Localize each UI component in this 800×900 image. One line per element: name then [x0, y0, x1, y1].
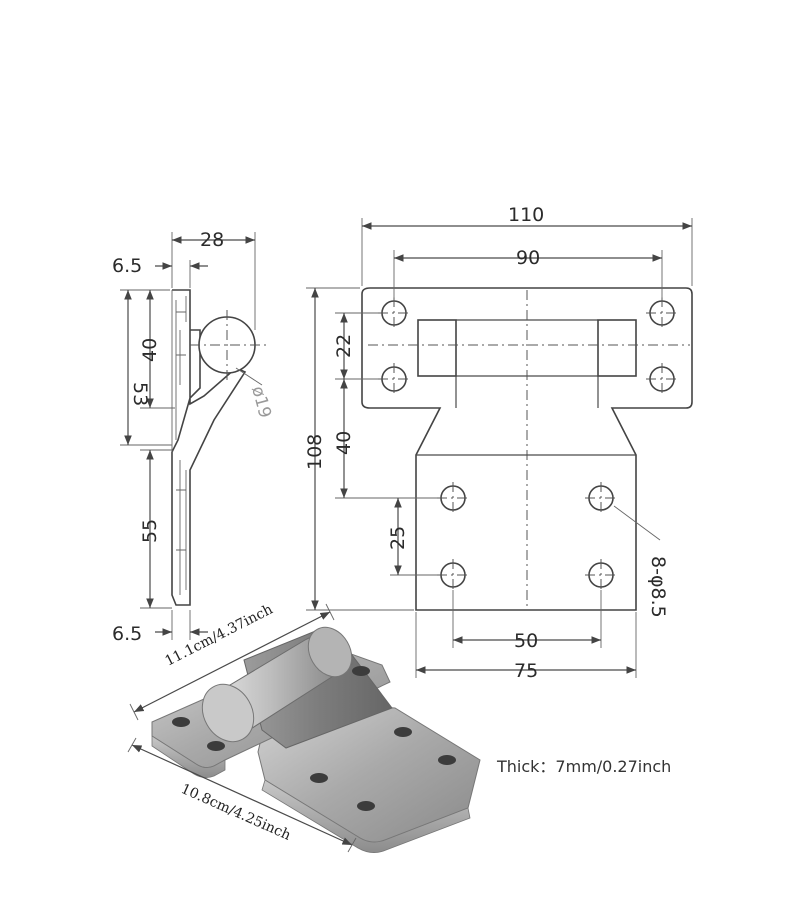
dim-side-40: 40 — [139, 338, 161, 362]
front-view: 110 90 22 108 40 25 8-φ8.5 50 — [304, 204, 693, 682]
knuckle-right — [597, 319, 637, 377]
dim-side-28: 28 — [200, 229, 224, 251]
dim-front-108: 108 — [304, 434, 326, 470]
dim-front-25: 25 — [387, 526, 409, 550]
dim-side-53: 53 — [129, 382, 151, 406]
dim-front-40: 40 — [333, 431, 355, 455]
dim-front-hole-callout: 8-φ8.5 — [647, 556, 669, 618]
dim-front-75: 75 — [514, 660, 538, 682]
dim-side-55: 55 — [139, 519, 161, 543]
side-view: 28 6.5 40 53 ø19 55 6.5 — [112, 229, 275, 645]
dim-side-pin-diameter: ø19 — [247, 384, 275, 420]
dim-side-6-5-bottom: 6.5 — [112, 623, 142, 645]
knuckle-left — [417, 319, 457, 377]
thickness-label: Thick：7mm/0.27inch — [496, 757, 671, 776]
dim-front-50: 50 — [514, 630, 538, 652]
dim-side-6-5-top: 6.5 — [112, 255, 142, 277]
dim-front-90: 90 — [516, 247, 540, 269]
dim-front-22: 22 — [333, 334, 355, 358]
dim-front-110: 110 — [508, 204, 544, 226]
product-photo: 11.1cm/4.37inch 10.8cm/4.25inch Thick：7m… — [127, 601, 671, 853]
